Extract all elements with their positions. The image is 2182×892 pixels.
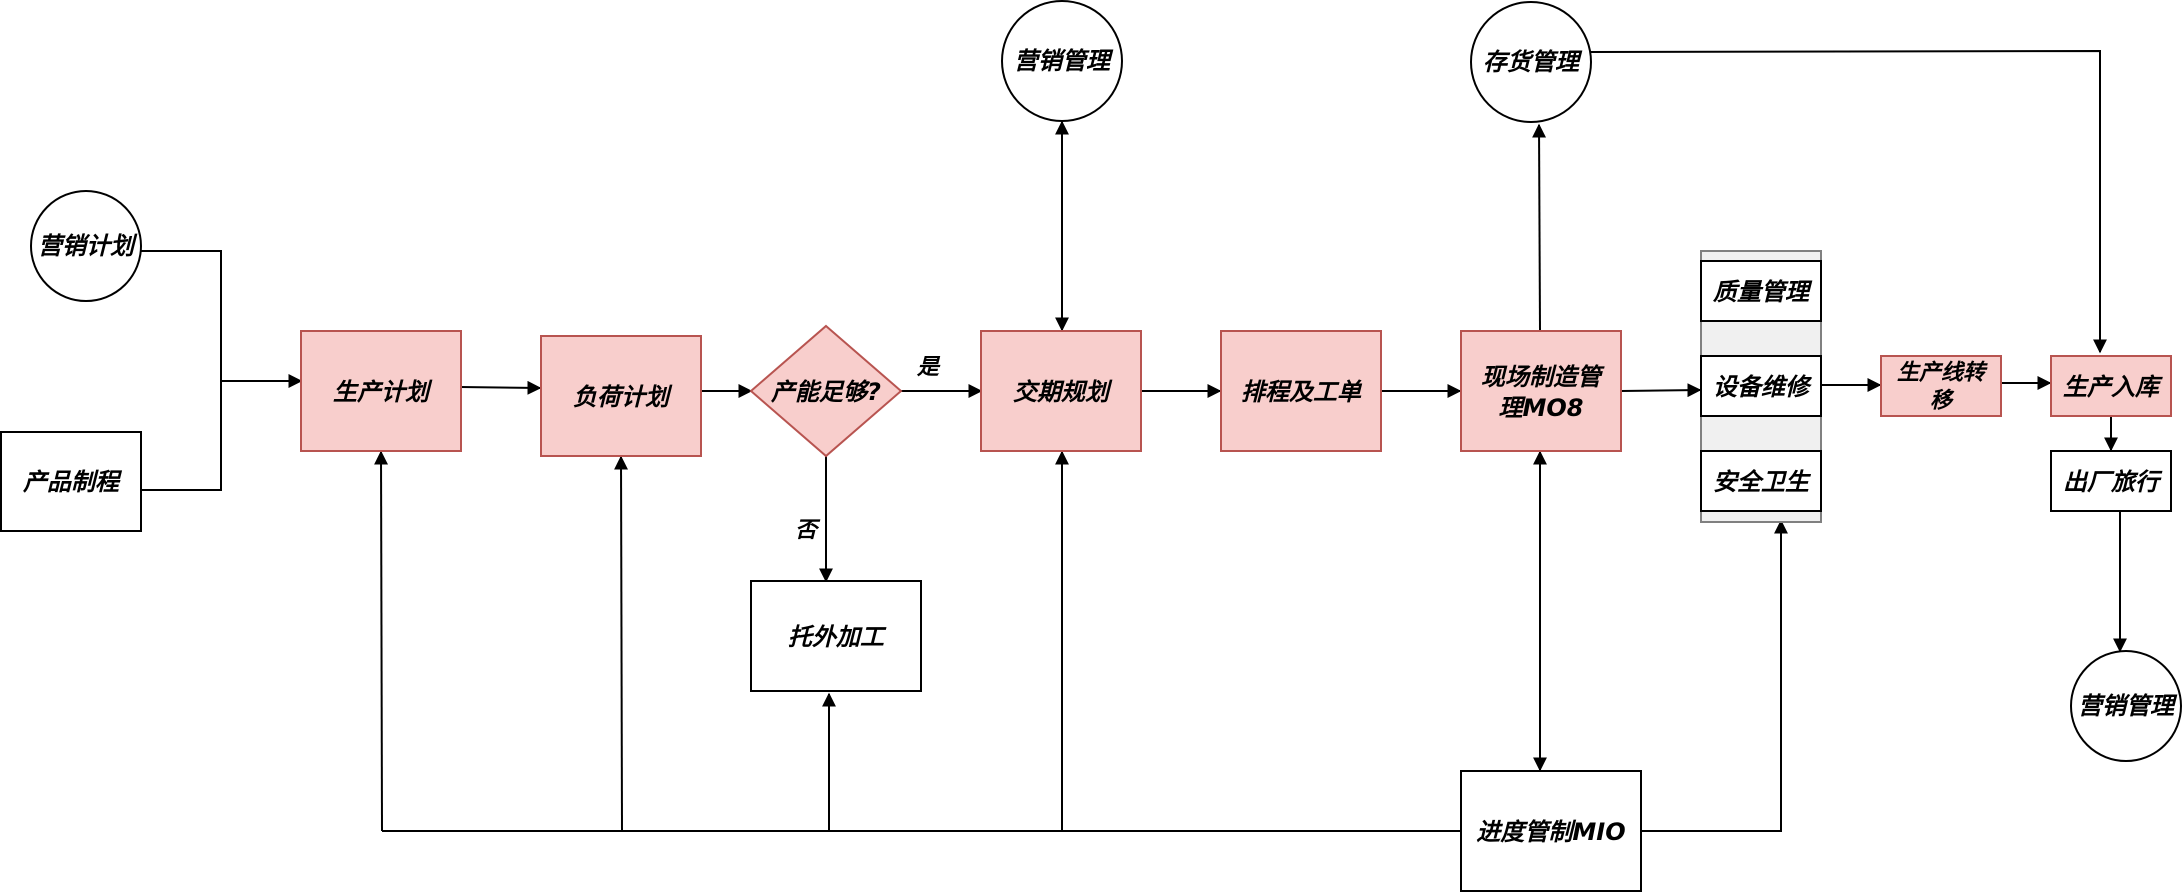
node-quality-mgmt: 质量管理 bbox=[1700, 260, 1822, 322]
edges bbox=[140, 49, 2127, 832]
node-production-plan: 生产计划 bbox=[300, 330, 462, 452]
node-marketing-mgmt-bottom-label: 营销管理 bbox=[2078, 692, 2178, 720]
node-product-process-label: 产品制程 bbox=[22, 468, 123, 496]
node-factory-exit: 出厂旅行 bbox=[2050, 450, 2172, 512]
edge-production-plan-to-load-plan bbox=[459, 380, 542, 395]
node-delivery-plan: 交期规划 bbox=[980, 330, 1142, 452]
edge-shopfloor-to-inventory bbox=[1532, 123, 1547, 331]
edge-feedback-to-load-plan bbox=[614, 455, 629, 832]
node-marketing-plan-label: 营销计划 bbox=[38, 232, 138, 260]
edge-shopfloor-to-support-group bbox=[1620, 383, 1702, 398]
node-equipment-maint: 设备维修 bbox=[1700, 355, 1822, 417]
node-marketing-mgmt-bottom: 营销管理 bbox=[2070, 650, 2182, 762]
edge-inventory-to-warehousing bbox=[1589, 49, 2107, 354]
node-inventory-mgmt: 存货管理 bbox=[1470, 1, 1592, 123]
node-marketing-mgmt-top: 营销管理 bbox=[1001, 0, 1123, 122]
node-load-plan-label: 负荷计划 bbox=[573, 383, 673, 411]
node-line-transfer: 生产线转 移 bbox=[1880, 355, 2002, 417]
edge-label-yes: 是 bbox=[916, 355, 941, 380]
node-shopfloor-mfg-label-line2: 理MO8 bbox=[1499, 394, 1584, 422]
node-line-transfer-label-line2: 移 bbox=[1930, 389, 1955, 414]
edge-feedback-to-production-plan bbox=[374, 450, 389, 832]
node-delivery-plan-label: 交期规划 bbox=[1013, 378, 1113, 406]
node-marketing-plan: 营销计划 bbox=[30, 190, 142, 302]
support-functions-group: 质量管理 设备维修 安全卫生 bbox=[1700, 250, 1822, 523]
node-line-transfer-label-line1: 生产线转 bbox=[1897, 361, 1988, 386]
node-safety-health-label: 安全卫生 bbox=[1713, 468, 1812, 496]
edge-label-no: 否 bbox=[795, 518, 821, 543]
node-outsourcing-label: 托外加工 bbox=[788, 623, 887, 651]
node-capacity-check-label: 产能足够? bbox=[770, 378, 881, 406]
node-shopfloor-mfg: 现场制造管 理MO8 bbox=[1460, 330, 1622, 452]
edge-marketing-plan-join bbox=[140, 250, 222, 491]
node-load-plan: 负荷计划 bbox=[540, 335, 702, 457]
node-safety-health: 安全卫生 bbox=[1700, 450, 1822, 512]
node-shopfloor-mfg-label-line1: 现场制造管 bbox=[1481, 363, 1605, 391]
edge-progress-control-to-support-group bbox=[1640, 519, 1788, 832]
node-marketing-mgmt-top-label: 营销管理 bbox=[1014, 47, 1114, 75]
node-equipment-maint-label: 设备维修 bbox=[1713, 373, 1813, 401]
node-warehousing: 生产入库 bbox=[2050, 355, 2172, 417]
node-scheduling: 排程及工单 bbox=[1220, 330, 1382, 452]
node-capacity-check: 产能足够? bbox=[749, 324, 903, 458]
node-warehousing-label: 生产入库 bbox=[2063, 373, 2163, 401]
node-progress-control: 进度管制MIO bbox=[1460, 770, 1642, 892]
node-production-plan-label: 生产计划 bbox=[333, 378, 433, 406]
node-product-process: 产品制程 bbox=[0, 431, 142, 532]
node-factory-exit-label: 出厂旅行 bbox=[2063, 468, 2163, 496]
node-inventory-mgmt-label: 存货管理 bbox=[1483, 48, 1583, 76]
node-scheduling-label: 排程及工单 bbox=[1241, 378, 1363, 406]
node-outsourcing: 托外加工 bbox=[750, 580, 922, 692]
node-quality-mgmt-label: 质量管理 bbox=[1712, 278, 1813, 306]
node-progress-control-label: 进度管制MIO bbox=[1476, 818, 1625, 846]
